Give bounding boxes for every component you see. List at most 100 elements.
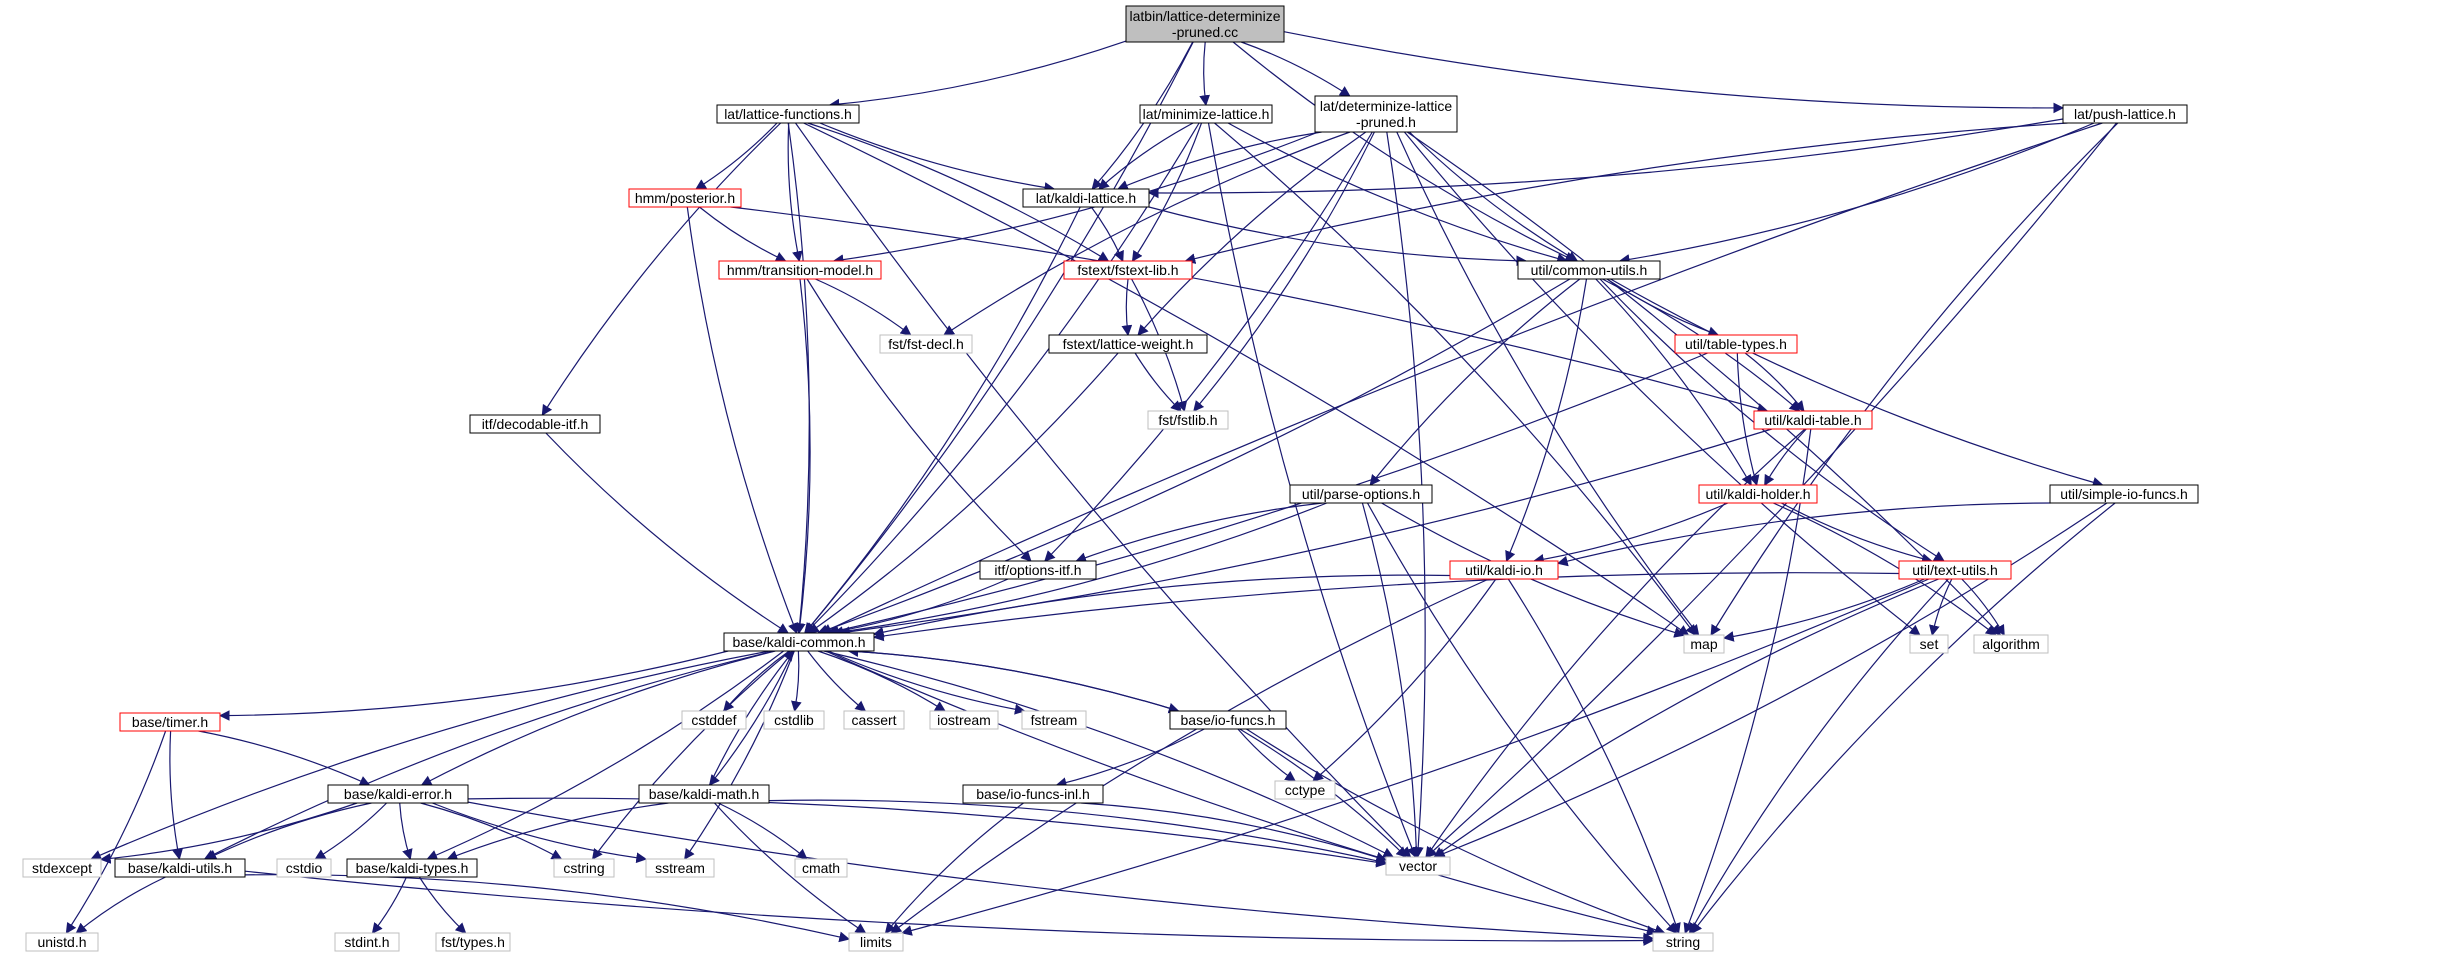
node-cmath: cmath bbox=[794, 858, 848, 878]
node-latweight[interactable]: fstext/lattice-weight.h bbox=[1048, 334, 1208, 354]
node-box-transmodel bbox=[718, 260, 882, 280]
node-limits: limits bbox=[848, 932, 904, 952]
node-fstdecl: fst/fst-decl.h bbox=[879, 334, 973, 354]
node-box-parseopts bbox=[1289, 484, 1433, 504]
node-label-kaldierror: base/kaldi-error.h bbox=[344, 786, 452, 802]
node-algorithm: algorithm bbox=[1973, 634, 2049, 654]
edge-kaldierror-to-cstdio bbox=[314, 802, 388, 860]
node-commonutils[interactable]: util/common-utils.h bbox=[1517, 260, 1661, 280]
edge-transmodel-to-fstdecl bbox=[815, 278, 912, 336]
node-box-timer bbox=[119, 712, 221, 732]
edge-kalditable-to-vector bbox=[1425, 428, 1806, 858]
edge-detlat-to-set bbox=[1403, 131, 1921, 636]
node-label-limits: limits bbox=[860, 934, 892, 950]
node-label-latweight: fstext/lattice-weight.h bbox=[1063, 336, 1194, 352]
node-kalditypes[interactable]: base/kaldi-types.h bbox=[346, 858, 478, 878]
node-transmodel[interactable]: hmm/transition-model.h bbox=[718, 260, 882, 280]
node-box-iofuncsinl bbox=[962, 784, 1104, 804]
node-kaldilat[interactable]: lat/kaldi-lattice.h bbox=[1022, 188, 1150, 208]
edge-minlat-to-kaldicommon bbox=[805, 122, 1200, 634]
node-box-kaldiio bbox=[1449, 560, 1559, 580]
edge-timer-to-kaldiutils bbox=[169, 730, 183, 861]
node-box-cstdio bbox=[276, 858, 332, 878]
edge-latfunc-to-map bbox=[803, 122, 1690, 636]
node-label-kalditable: util/kaldi-table.h bbox=[1764, 412, 1861, 428]
node-kaldiio[interactable]: util/kaldi-io.h bbox=[1449, 560, 1559, 580]
node-timer[interactable]: base/timer.h bbox=[119, 712, 221, 732]
node-label-sstream: sstream bbox=[655, 860, 705, 876]
node-fstream: fstream bbox=[1021, 710, 1087, 730]
edge-pushlat-to-vector bbox=[1425, 122, 2117, 858]
node-unistd: unistd.h bbox=[25, 932, 99, 952]
edge-commonutils-to-textutils bbox=[1599, 278, 1945, 562]
node-kaldierror[interactable]: base/kaldi-error.h bbox=[327, 784, 469, 804]
edge-commonutils-to-kaldiio bbox=[1505, 278, 1588, 562]
node-root[interactable]: latbin/lattice-determinize-pruned.cc bbox=[1125, 5, 1285, 43]
node-parseopts[interactable]: util/parse-options.h bbox=[1289, 484, 1433, 504]
edge-timer-to-kaldierror bbox=[198, 730, 371, 786]
edge-iofuncs-to-iofuncsinl bbox=[1055, 728, 1205, 788]
node-box-posterior bbox=[628, 188, 742, 208]
node-decodable[interactable]: itf/decodable-itf.h bbox=[469, 414, 601, 434]
node-label-iostream: iostream bbox=[937, 712, 991, 728]
edge-latweight-to-fstlib bbox=[1134, 352, 1182, 412]
node-box-fstlib bbox=[1147, 410, 1229, 430]
node-sstream: sstream bbox=[645, 858, 715, 878]
edge-detlat-to-transmodel bbox=[832, 131, 1319, 265]
edge-parseopts-to-kaldicommon bbox=[832, 502, 1328, 638]
node-iostream: iostream bbox=[929, 710, 999, 730]
node-box-vector bbox=[1385, 856, 1451, 876]
node-label-fstream: fstream bbox=[1031, 712, 1078, 728]
node-label-kaldiholder: util/kaldi-holder.h bbox=[1705, 486, 1810, 502]
node-simpleio[interactable]: util/simple-io-funcs.h bbox=[2049, 484, 2199, 504]
node-label-detlat: -pruned.h bbox=[1356, 114, 1416, 130]
node-tabletypes[interactable]: util/table-types.h bbox=[1674, 334, 1798, 354]
edge-kaldilat-to-kaldicommon bbox=[804, 206, 1081, 634]
node-label-cmath: cmath bbox=[802, 860, 840, 876]
edge-root-to-detlat bbox=[1240, 41, 1351, 97]
node-box-sstream bbox=[645, 858, 715, 878]
edge-iofuncsinl-to-vector bbox=[1081, 802, 1388, 863]
node-optionsitf[interactable]: itf/options-itf.h bbox=[979, 560, 1097, 580]
edge-detlat-to-fstdecl bbox=[943, 131, 1351, 336]
edge-tabletypes-to-kalditable bbox=[1744, 352, 1805, 412]
node-box-cassert bbox=[843, 710, 905, 730]
node-kaldimath[interactable]: base/kaldi-math.h bbox=[638, 784, 770, 804]
node-pushlat[interactable]: lat/push-lattice.h bbox=[2062, 104, 2188, 124]
node-fstextlib[interactable]: fstext/fstext-lib.h bbox=[1063, 260, 1193, 280]
node-box-fstream bbox=[1021, 710, 1087, 730]
edge-kaldicommon-to-cstdlib bbox=[791, 650, 802, 713]
node-iofuncs[interactable]: base/io-funcs.h bbox=[1169, 710, 1287, 730]
node-kaldicommon[interactable]: base/kaldi-common.h bbox=[723, 632, 875, 652]
node-label-fsttypes: fst/types.h bbox=[441, 934, 505, 950]
node-box-kaldiholder bbox=[1698, 484, 1818, 504]
node-box-tabletypes bbox=[1674, 334, 1798, 354]
node-box-iostream bbox=[929, 710, 999, 730]
node-box-pushlat bbox=[2062, 104, 2188, 124]
edge-latfunc-to-transmodel bbox=[787, 122, 803, 263]
node-posterior[interactable]: hmm/posterior.h bbox=[628, 188, 742, 208]
node-kaldiholder[interactable]: util/kaldi-holder.h bbox=[1698, 484, 1818, 504]
node-label-root: -pruned.cc bbox=[1172, 24, 1238, 40]
node-fsttypes: fst/types.h bbox=[435, 932, 511, 952]
edge-root-to-pushlat bbox=[1283, 31, 2065, 114]
edge-kaldiio-to-limits bbox=[890, 578, 1490, 934]
node-set: set bbox=[1909, 634, 1949, 654]
node-textutils[interactable]: util/text-utils.h bbox=[1898, 560, 2012, 580]
node-box-stdexcept bbox=[22, 858, 102, 878]
node-kaldiutils[interactable]: base/kaldi-utils.h bbox=[114, 858, 246, 878]
edge-kaldicommon-to-kalditypes bbox=[426, 650, 784, 861]
node-label-kaldimath: base/kaldi-math.h bbox=[649, 786, 760, 802]
node-box-kalditypes bbox=[346, 858, 478, 878]
edge-textutils-to-set bbox=[1929, 578, 1953, 637]
node-latfunc[interactable]: lat/lattice-functions.h bbox=[716, 104, 860, 124]
node-detlat[interactable]: lat/determinize-lattice-pruned.h bbox=[1314, 95, 1458, 133]
node-iofuncsinl[interactable]: base/io-funcs-inl.h bbox=[962, 784, 1104, 804]
node-minlat[interactable]: lat/minimize-lattice.h bbox=[1139, 104, 1273, 124]
node-string: string bbox=[1652, 932, 1714, 952]
node-kalditable[interactable]: util/kaldi-table.h bbox=[1753, 410, 1873, 430]
node-box-latweight bbox=[1048, 334, 1208, 354]
edge-kalditable-to-kaldiholder bbox=[1764, 428, 1807, 486]
edge-kaldicommon-to-cstring bbox=[591, 650, 791, 860]
node-box-root bbox=[1125, 5, 1285, 43]
